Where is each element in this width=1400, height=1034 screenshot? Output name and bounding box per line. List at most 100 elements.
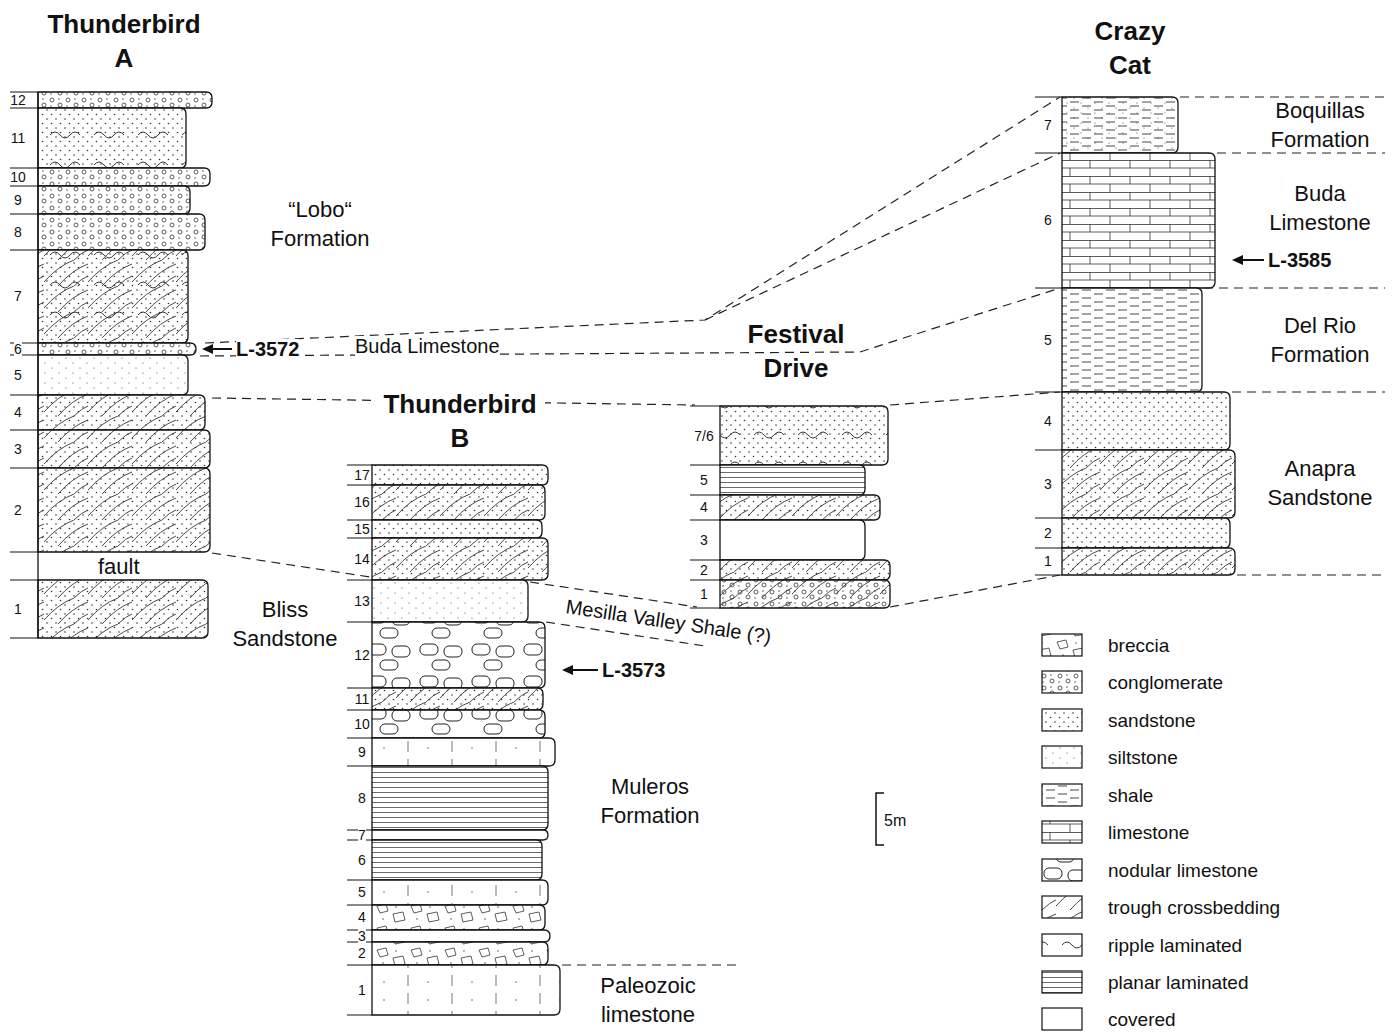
formation-name: Anapra Sandstone: [1255, 455, 1385, 512]
fault-label: fault: [98, 556, 140, 578]
bed-pattern: [38, 214, 205, 250]
bed-number: 1: [358, 983, 366, 997]
bed-outline: [720, 520, 865, 560]
arrow-head: [1232, 255, 1243, 265]
bed-pattern: [38, 395, 205, 430]
bed-ground: [372, 465, 548, 485]
bed-pattern: [38, 430, 210, 468]
sample-arrow: [212, 348, 232, 350]
bed-number: 3: [700, 533, 708, 547]
bed-tick: [10, 214, 38, 215]
bed-tick: [10, 168, 38, 169]
bed-ground: [1062, 450, 1235, 518]
bed-ground: [38, 214, 205, 250]
column-edge: [37, 92, 38, 638]
bed-pattern: [1062, 97, 1178, 153]
bed-number: 2: [1044, 526, 1052, 540]
bed-tick: [1035, 288, 1062, 289]
bed-tick: [10, 430, 38, 431]
bed-number: 5: [1044, 333, 1052, 347]
bed-number: 3: [14, 442, 22, 456]
bed-tick: [690, 608, 720, 609]
bed-pattern: [372, 766, 548, 830]
bed-outline: [38, 92, 212, 108]
bed-tick: [10, 468, 38, 469]
bed-ground: [1062, 548, 1235, 575]
formation-name: Del Rio Formation: [1255, 312, 1385, 369]
bed-number: 3: [358, 929, 366, 943]
bed-pattern: [372, 880, 548, 905]
bed-number: 2: [700, 563, 708, 577]
bed-number: 5: [358, 885, 366, 899]
bed-tick: [347, 485, 372, 486]
bed-outline: [1062, 548, 1235, 575]
bed-columns: [38, 92, 1235, 1015]
bed-outline: [38, 250, 188, 343]
bed-pattern: [372, 622, 545, 688]
bed-tick: [690, 560, 720, 561]
bed-pattern: [720, 406, 888, 465]
bed-outline: [1062, 153, 1215, 288]
bed-number: 1: [14, 602, 22, 616]
bed-number: 4: [358, 910, 366, 924]
legend-swatch: [1042, 784, 1082, 806]
bed-number: 16: [354, 495, 370, 509]
bed-ground: [38, 108, 186, 168]
bed-number: 2: [14, 503, 22, 517]
correlation-lines: [200, 97, 1385, 965]
legend-swatch: [1042, 634, 1082, 656]
bed-number: 11: [11, 131, 26, 145]
legend-text: ripple laminated: [1108, 936, 1242, 955]
bed-tick: [347, 538, 372, 539]
legend-swatch-ground: [1042, 634, 1082, 656]
bed-ground: [38, 395, 205, 430]
legend-swatch-ground: [1042, 934, 1082, 956]
bed-outline: [372, 930, 550, 942]
bed-ground: [38, 355, 188, 395]
bed-number: 15: [354, 522, 370, 536]
bed-pattern: [38, 108, 186, 168]
bed-outline: [372, 622, 545, 688]
legend-swatch-ground: [1042, 821, 1082, 843]
bed-ground: [1062, 288, 1202, 392]
legend-swatch-ground: [1042, 1008, 1082, 1030]
column-title: Thunderbird B: [375, 388, 545, 456]
bed-outline: [372, 840, 542, 880]
formation-name: Paleozoic limestone: [578, 972, 718, 1029]
bed-ground: [1062, 392, 1230, 450]
bed-pattern: [372, 485, 545, 520]
bed-number: 13: [354, 594, 370, 608]
bed-tick: [347, 580, 372, 581]
bed-ground: [38, 468, 210, 552]
bed-pattern: [1062, 548, 1235, 575]
bed-pattern: [372, 688, 543, 710]
bed-outline: [372, 738, 555, 766]
bed-ground: [372, 942, 548, 965]
legend-text: covered: [1108, 1010, 1176, 1029]
legend-swatch: [1042, 746, 1082, 768]
legend-text: breccia: [1108, 636, 1169, 655]
bed-pattern: [38, 430, 210, 468]
bed-outline: [1062, 97, 1178, 153]
column-title: Thunderbird A: [39, 8, 209, 76]
legend-swatch-ground: [1042, 859, 1082, 881]
bed-number: 12: [10, 93, 26, 107]
legend-swatch-ground: [1042, 896, 1082, 918]
bed-outline: [372, 942, 548, 965]
bed-tick: [347, 520, 372, 521]
legend-swatch-pattern: [1042, 896, 1082, 918]
bed-pattern: [1062, 97, 1178, 153]
bed-ground: [372, 710, 545, 738]
legend-swatch: [1042, 896, 1082, 918]
legend-swatch: [1042, 821, 1082, 843]
bed-pattern: [38, 92, 212, 108]
bed-outline: [720, 560, 890, 580]
bed-ground: [720, 560, 890, 580]
bed-pattern: [38, 468, 210, 552]
bed-number: 17: [354, 468, 370, 482]
legend-swatches: [1042, 634, 1082, 1030]
bed-outline: [38, 395, 205, 430]
legend-swatch: [1042, 671, 1082, 693]
bed-outline: [1062, 288, 1202, 392]
bed-tick: [1035, 518, 1062, 519]
